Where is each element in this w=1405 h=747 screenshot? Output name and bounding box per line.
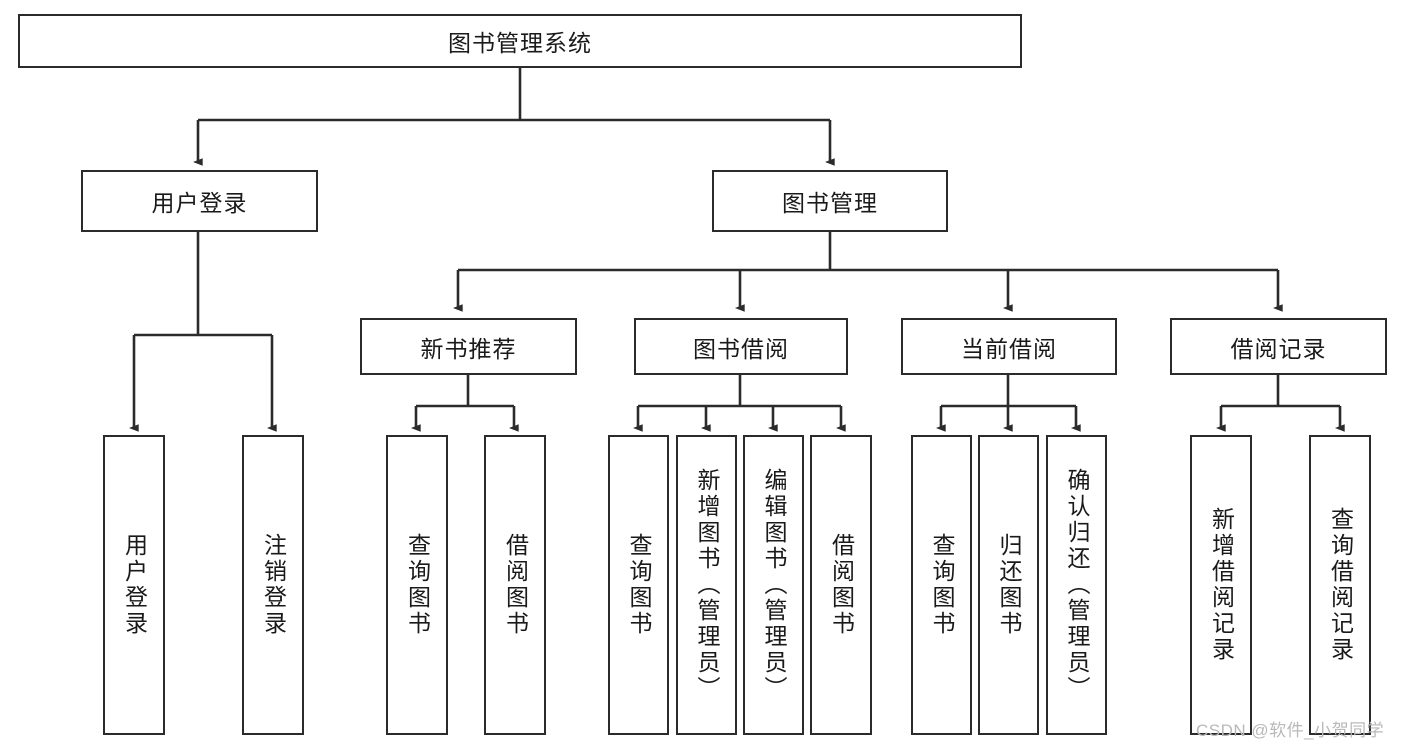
- leaf-edit-book-label: 编辑图书（管理员）: [761, 468, 787, 702]
- node-new-book-recommend-label: 新书推荐: [420, 335, 517, 362]
- node-user-login[interactable]: 用户登录: [81, 170, 318, 232]
- leaf-add-book[interactable]: 新增图书（管理员）: [676, 435, 737, 735]
- leaf-query-book-3[interactable]: 查询图书: [911, 435, 972, 735]
- leaf-query-record[interactable]: 查询借阅记录: [1309, 435, 1371, 735]
- leaf-return-book-label: 归还图书: [996, 533, 1022, 637]
- node-user-login-label: 用户登录: [151, 190, 248, 216]
- leaf-logout-label: 注销登录: [260, 533, 287, 637]
- leaf-borrow-book-2-label: 借阅图书: [828, 533, 855, 637]
- leaf-user-login[interactable]: 用户登录: [103, 435, 165, 735]
- leaf-add-record[interactable]: 新增借阅记录: [1190, 435, 1252, 735]
- node-root[interactable]: 图书管理系统: [18, 14, 1022, 68]
- node-current-borrow-label: 当前借阅: [961, 335, 1057, 362]
- leaf-borrow-book-1[interactable]: 借阅图书: [484, 435, 546, 735]
- node-book-borrow[interactable]: 图书借阅: [634, 318, 848, 375]
- leaf-confirm-return-label: 确认归还（管理员）: [1064, 468, 1090, 702]
- node-book-management-label: 图书管理: [782, 190, 878, 216]
- leaf-edit-book[interactable]: 编辑图书（管理员）: [743, 435, 804, 735]
- leaf-return-book[interactable]: 归还图书: [978, 435, 1039, 735]
- node-borrow-record[interactable]: 借阅记录: [1170, 318, 1387, 375]
- node-book-borrow-label: 图书借阅: [693, 335, 789, 362]
- leaf-logout[interactable]: 注销登录: [242, 435, 304, 735]
- leaf-query-record-label: 查询借阅记录: [1327, 507, 1354, 663]
- leaf-query-book-2-label: 查询图书: [626, 533, 652, 637]
- leaf-borrow-book-1-label: 借阅图书: [502, 533, 529, 637]
- leaf-add-book-label: 新增图书（管理员）: [694, 468, 720, 702]
- node-borrow-record-label: 借阅记录: [1230, 335, 1327, 362]
- csdn-watermark: CSDN @软件_小贺同学: [1196, 721, 1385, 740]
- node-current-borrow[interactable]: 当前借阅: [901, 318, 1117, 375]
- leaf-query-book-1-label: 查询图书: [404, 533, 431, 637]
- node-book-management[interactable]: 图书管理: [712, 170, 948, 232]
- node-root-label: 图书管理系统: [448, 30, 592, 56]
- node-new-book-recommend[interactable]: 新书推荐: [360, 318, 577, 375]
- leaf-confirm-return[interactable]: 确认归还（管理员）: [1046, 435, 1107, 735]
- leaf-add-record-label: 新增借阅记录: [1208, 507, 1235, 663]
- leaf-query-book-3-label: 查询图书: [929, 533, 955, 637]
- leaf-query-book-1[interactable]: 查询图书: [386, 435, 448, 735]
- leaf-user-login-label: 用户登录: [121, 533, 148, 637]
- leaf-query-book-2[interactable]: 查询图书: [608, 435, 669, 735]
- leaf-borrow-book-2[interactable]: 借阅图书: [810, 435, 872, 735]
